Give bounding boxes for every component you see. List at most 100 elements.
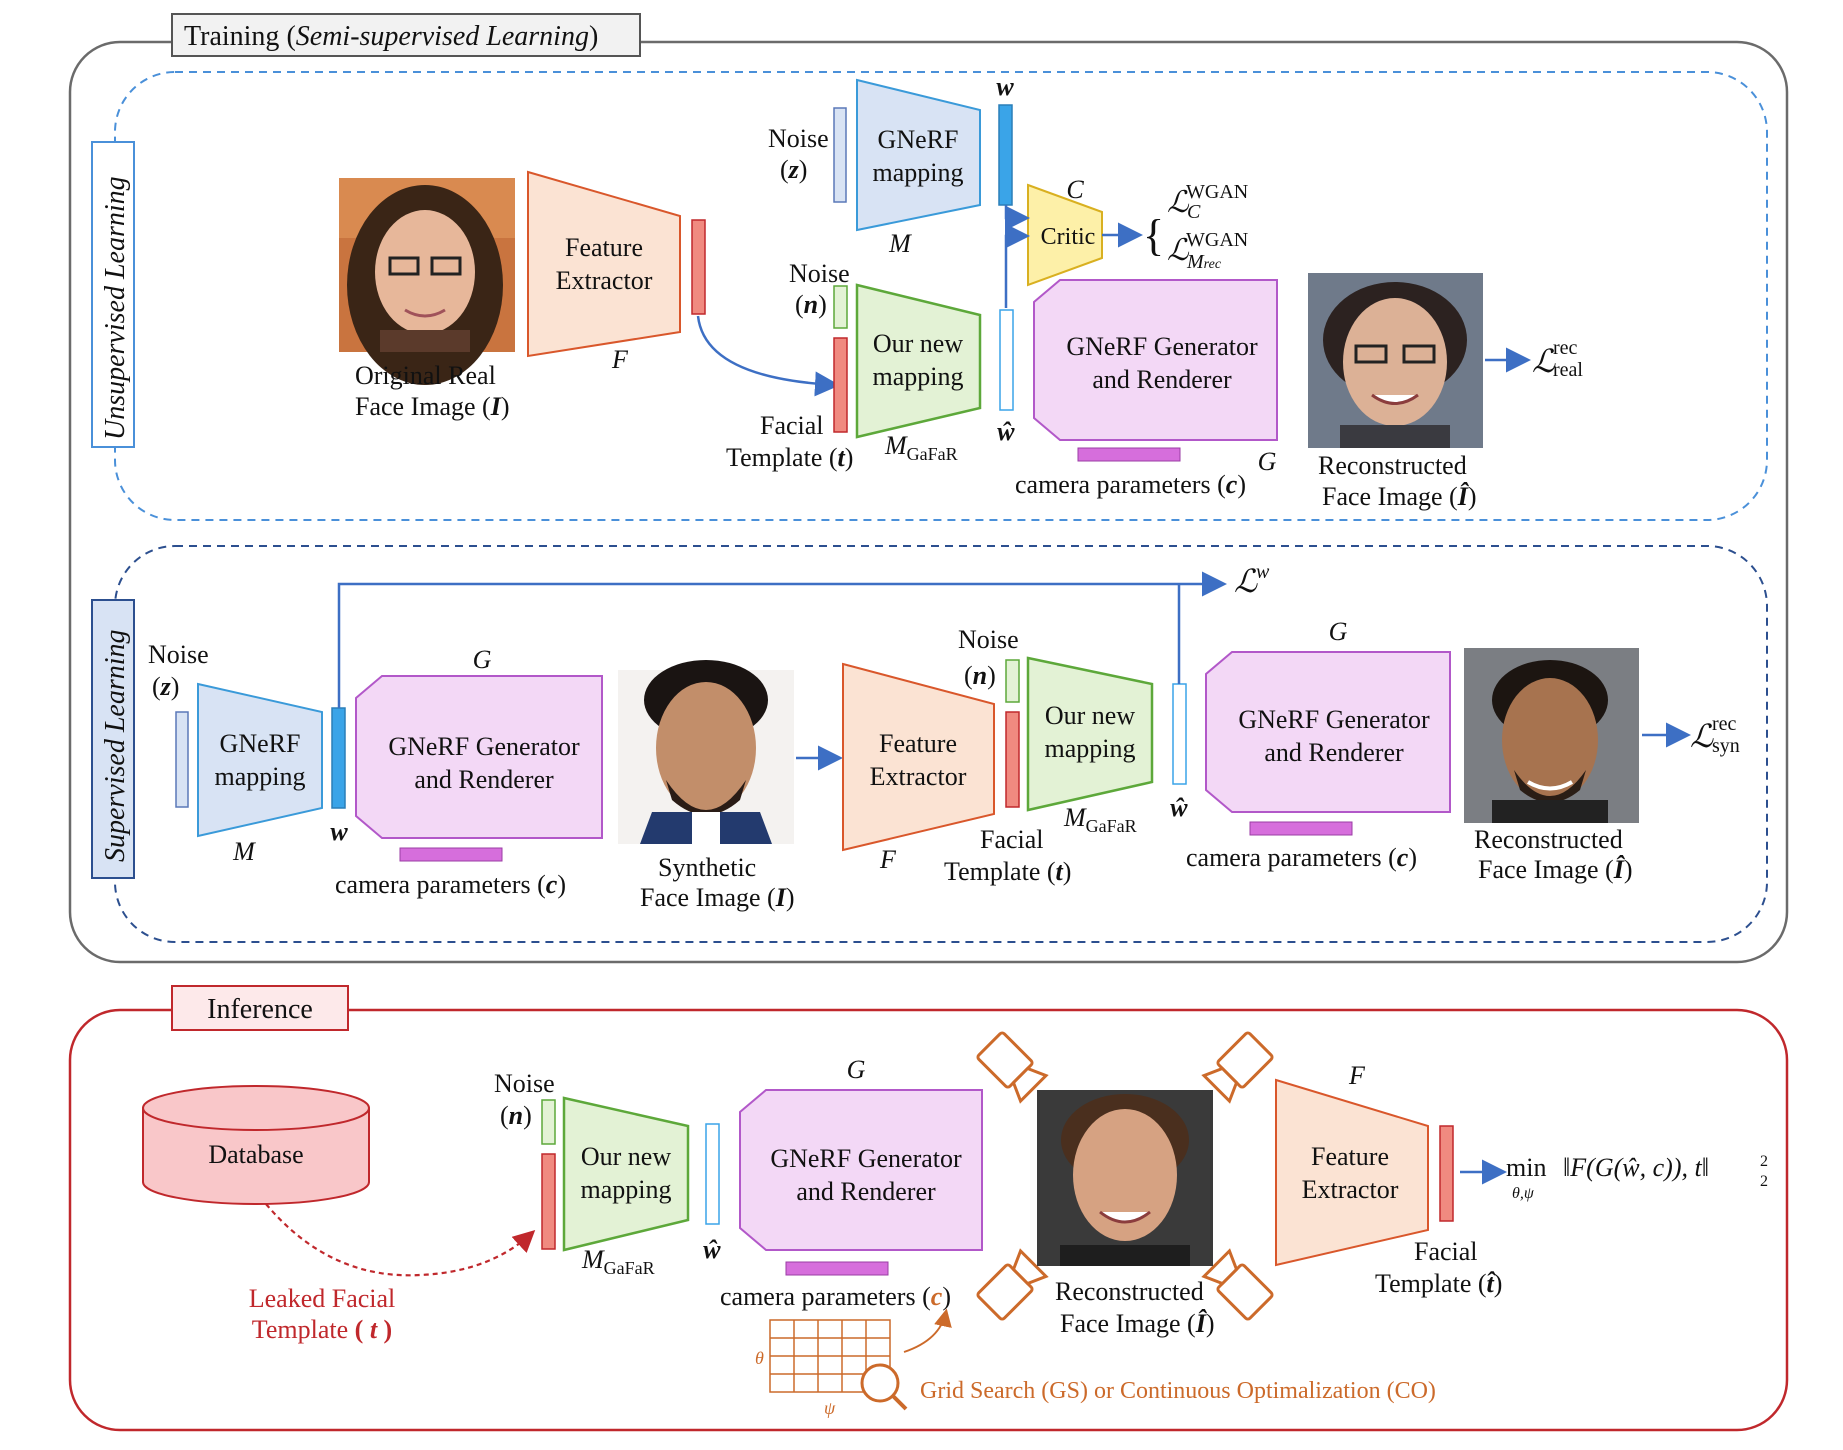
inf-f-symbol: F [1348, 1061, 1366, 1090]
inf-out-template-label-1: Facial [1414, 1237, 1478, 1266]
inf-noise-n-bar [541, 1099, 556, 1145]
sup-camera2-bar [1249, 821, 1353, 836]
sup-generator [355, 675, 603, 839]
unsup-w-bar [998, 104, 1013, 206]
sup-new-map-label-2: mapping [1045, 734, 1136, 763]
unsup-noise-z-var: (z) [780, 155, 807, 184]
unsup-reconstructed-face [1308, 273, 1483, 448]
loss-w-sup: w [1256, 561, 1270, 583]
unsup-noise-z-bar [833, 107, 847, 203]
database-icon [142, 1085, 370, 1205]
sup-w-loss-arrow [337, 571, 1227, 708]
loss-w: ℒ [1234, 563, 1258, 599]
unsup-noise-n-var: (n) [795, 290, 827, 319]
critic-label: Critic [1041, 224, 1096, 250]
sup-what-symbol: ŵ [1169, 793, 1188, 822]
unsup-new-map-label-2: mapping [873, 362, 964, 391]
loss-rec-syn-sub: syn [1712, 735, 1740, 757]
critic-block [1027, 183, 1103, 287]
inf-new-mapping [562, 1096, 690, 1252]
loss-rec-real: ℒ [1532, 343, 1556, 379]
sup-gnerf-map-label-2: mapping [215, 762, 306, 791]
unsup-w-symbol: w [996, 72, 1014, 101]
sup-m-symbol: M [232, 837, 256, 866]
sup-w-symbol: w [330, 817, 348, 846]
objective-expr: ‖F(G(ŵ, c)), t‖ [1563, 1153, 1709, 1182]
unsup-what-bar [999, 309, 1014, 411]
sup-camera-label: camera parameters (c) [335, 870, 566, 899]
original-face-image [339, 178, 515, 385]
unsup-f-symbol: F [611, 345, 629, 374]
unsup-noise-z-label: Noise [768, 124, 829, 153]
leaked-label-2: Template ( t ) [252, 1315, 392, 1344]
sup-what-bar [1172, 683, 1187, 785]
inf-out-template-label-2: Template (t̂) [1375, 1269, 1502, 1298]
what-to-critic-arrow [1004, 223, 1030, 308]
grid-theta: θ [755, 1348, 764, 1368]
sup-gen2-label-2: and Renderer [1264, 738, 1404, 767]
unsup-template-bar-in [833, 337, 848, 433]
supervised-label-box [91, 599, 135, 879]
sup-new-map-label-1: Our new [1045, 701, 1135, 730]
inf-recon-label-1: Reconstructed [1055, 1277, 1204, 1306]
sup-gen2-label-1: GNeRF Generator [1238, 705, 1430, 734]
unsup-gen-label-1: GNeRF Generator [1066, 332, 1258, 361]
sup-feature-extractor [842, 662, 995, 852]
objective-under: θ,ψ [1512, 1185, 1535, 1202]
unsup-recon-label-2: Face Image (Î) [1322, 482, 1477, 511]
unsup-noise-n-bar [833, 285, 848, 329]
sup-fe-label-2: Extractor [870, 762, 967, 791]
unsup-noise-n-label: Noise [789, 259, 850, 288]
loss-wgan-c-sub: C [1187, 201, 1201, 223]
loss-rec-real-sub: real [1553, 359, 1583, 381]
unsup-feature-extractor [527, 170, 681, 358]
sup-gnerf-mapping [197, 682, 323, 838]
inf-generator [739, 1089, 983, 1251]
inf-feature-extractor [1275, 1078, 1429, 1267]
w-to-critic-arrow [1004, 205, 1030, 231]
synth-label-1: Synthetic [658, 853, 756, 882]
synth-label-2: Face Image (I) [640, 883, 795, 912]
inf-g-symbol: G [847, 1055, 866, 1084]
unsup-new-map-label-1: Our new [873, 329, 963, 358]
inf-new-map-label-1: Our new [581, 1142, 671, 1171]
sup-fe-label-1: Feature [879, 729, 957, 758]
grid-search-label: Grid Search (GS) or Continuous Optimaliz… [920, 1378, 1436, 1404]
unsup-mgafar: MGaFaR [884, 431, 958, 464]
sup-noise-n-label: Noise [958, 625, 1019, 654]
objective-sub: 2 [1760, 1173, 1768, 1190]
inf-gen-label-2: and Renderer [796, 1177, 936, 1206]
unsup-gen-label-2: and Renderer [1092, 365, 1232, 394]
objective-min: min [1506, 1153, 1546, 1182]
objective-sup: 2 [1760, 1153, 1768, 1170]
inf-gen-label-1: GNeRF Generator [770, 1144, 962, 1173]
inf-noise-label: Noise [494, 1069, 555, 1098]
sup-noise-var: (z) [152, 672, 179, 701]
sup-noise-label: Noise [148, 640, 209, 669]
unsup-template-label-2: Template (t) [726, 443, 853, 472]
unsup-new-mapping [855, 283, 982, 439]
inf-new-map-label-2: mapping [581, 1175, 672, 1204]
inf-noise-var: (n) [500, 1101, 532, 1130]
sup-g2-symbol: G [1329, 617, 1348, 646]
inf-fe-label-1: Feature [1311, 1142, 1389, 1171]
unsup-template-label-1: Facial [760, 411, 824, 440]
unsup-gnerf-mapping [856, 78, 981, 232]
unsup-m-symbol: M [888, 229, 912, 258]
loss-wgan-m-sup: WGAN [1186, 229, 1248, 251]
inference-title: Inference [207, 994, 313, 1025]
leaked-template-arrow [265, 1203, 536, 1277]
grid-psi: ψ [824, 1398, 836, 1418]
unsup-fe-label-1: Feature [565, 233, 643, 262]
inf-camera-label: camera parameters (c) [720, 1282, 951, 1311]
camera-icon [976, 1031, 1274, 1321]
original-face-label-1: Original Real [355, 361, 496, 390]
sup-camera2-label: camera parameters (c) [1186, 843, 1417, 872]
inference-title-box [171, 985, 349, 1031]
sup-noise-z-bar [175, 711, 189, 808]
sup-gen-label-1: GNeRF Generator [388, 732, 580, 761]
sup-gen-label-2: and Renderer [414, 765, 554, 794]
sup-w-bar [331, 707, 346, 809]
inf-camera-bar [785, 1261, 889, 1276]
